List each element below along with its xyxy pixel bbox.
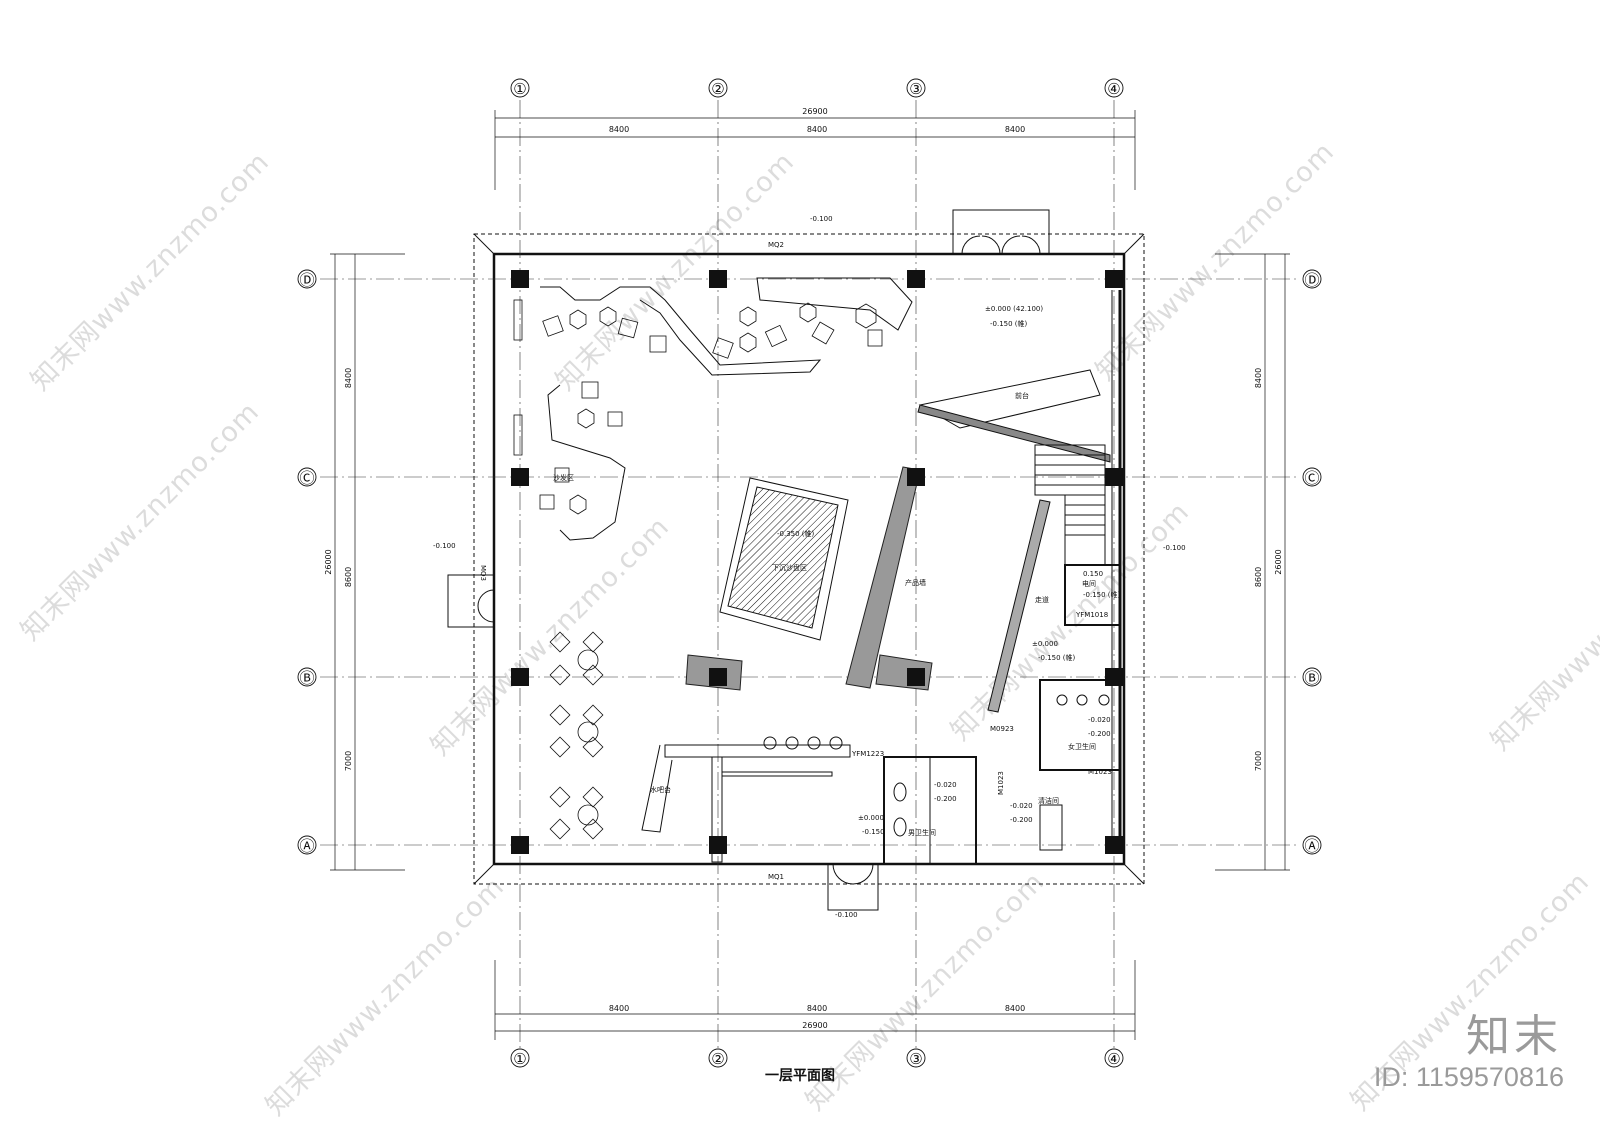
dim-bay-v: 8600 bbox=[344, 567, 353, 587]
axis-label-d: Ⓓ bbox=[1304, 271, 1319, 289]
elev-power-room: 0.150 bbox=[1083, 570, 1103, 578]
curtain-wall: MQ3 bbox=[479, 565, 487, 581]
curtain-wall: MQ2 bbox=[768, 241, 784, 249]
elev-power-room: -0.150 (帷) bbox=[1083, 590, 1121, 599]
dim-bay-v: 7000 bbox=[344, 751, 353, 771]
room-label-bar: 水吧台 bbox=[650, 785, 671, 794]
elev-outside: -0.100 bbox=[433, 542, 456, 550]
room-label-men-wc: 男卫生间 bbox=[908, 828, 936, 837]
elev-toilet: -0.020 bbox=[934, 781, 957, 789]
elev-toilet: -0.200 bbox=[934, 795, 957, 803]
dim-bay-v: 8400 bbox=[344, 368, 353, 388]
brand-logo: 知末 bbox=[1466, 1011, 1562, 1062]
room-label-cleaning: 清洁间 bbox=[1038, 796, 1059, 805]
room-label-product-wall: 产品墙 bbox=[905, 578, 926, 587]
axis-label-3: ③ bbox=[909, 1050, 922, 1068]
elev-south: ±0.000 bbox=[858, 814, 884, 822]
axis-label-3: ③ bbox=[909, 80, 922, 98]
elev-toilet: -0.200 bbox=[1010, 816, 1033, 824]
axis-label-4: ④ bbox=[1107, 80, 1120, 98]
drawing-title: 一层平面图 bbox=[765, 1068, 835, 1084]
dim-overall-width: 26900 bbox=[802, 107, 827, 116]
image-id: ID: 1159570816 bbox=[1373, 1062, 1564, 1092]
axis-label-a: Ⓐ bbox=[299, 837, 314, 855]
dim-overall-height: 26000 bbox=[1274, 549, 1283, 574]
dim-bay: 8400 bbox=[807, 1004, 827, 1013]
axis-label-1: ① bbox=[513, 80, 526, 98]
dim-overall-height: 26000 bbox=[324, 549, 333, 574]
door-tag: M1023 bbox=[997, 771, 1005, 795]
room-label-corridor: 走道 bbox=[1035, 595, 1049, 604]
axis-label-2: ② bbox=[711, 1050, 724, 1068]
elev-sunken: -0.350 (帷) bbox=[777, 529, 815, 538]
dim-bay: 8400 bbox=[609, 1004, 629, 1013]
elev-toilet: -0.200 bbox=[1088, 730, 1111, 738]
dim-overall-width: 26900 bbox=[802, 1021, 827, 1030]
axis-label-a: Ⓐ bbox=[1304, 837, 1319, 855]
axis-label-b: Ⓑ bbox=[1304, 669, 1319, 687]
dim-bay-v: 8400 bbox=[1254, 368, 1263, 388]
axis-label-2: ② bbox=[711, 80, 724, 98]
dim-bay: 8400 bbox=[1005, 1004, 1025, 1013]
dim-bay-v: 7000 bbox=[1254, 751, 1263, 771]
room-label-counter: 前台 bbox=[1015, 391, 1029, 400]
room-label-lounge: 沙发区 bbox=[553, 473, 574, 482]
elev-outside: -0.100 bbox=[810, 215, 833, 223]
dim-bay: 8400 bbox=[1005, 125, 1025, 134]
elev-floor-finish: -0.150 (帷) bbox=[990, 319, 1028, 328]
door-tag: M1023 bbox=[1088, 768, 1112, 776]
axis-label-c: Ⓒ bbox=[1304, 469, 1319, 487]
axis-label-4: ④ bbox=[1107, 1050, 1120, 1068]
elev-floor: ±0.000 (42.100) bbox=[985, 305, 1043, 313]
door-tag: M0923 bbox=[990, 725, 1014, 733]
door-tag: YFM1223 bbox=[851, 750, 884, 758]
dim-bay-v: 8600 bbox=[1254, 567, 1263, 587]
elev-south-finish: -0.150 bbox=[862, 828, 885, 836]
axis-label-b: Ⓑ bbox=[299, 669, 314, 687]
room-label-power-room: 电间 bbox=[1082, 579, 1096, 588]
axis-label-c: Ⓒ bbox=[299, 469, 314, 487]
room-label-sunken: 下沉沙盘区 bbox=[772, 563, 807, 572]
room-label-women-wc: 女卫生间 bbox=[1068, 742, 1096, 751]
elev-outside: -0.100 bbox=[835, 911, 858, 919]
axis-label-1: ① bbox=[513, 1050, 526, 1068]
elev-toilet: -0.020 bbox=[1010, 802, 1033, 810]
dim-bay: 8400 bbox=[609, 125, 629, 134]
elev-toilet: -0.020 bbox=[1088, 716, 1111, 724]
axis-label-d: Ⓓ bbox=[299, 271, 314, 289]
curtain-wall: MQ1 bbox=[768, 873, 784, 881]
dim-bay: 8400 bbox=[807, 125, 827, 134]
elev-corridor: ±0.000 bbox=[1032, 640, 1058, 648]
door-tag: YFM1018 bbox=[1075, 611, 1108, 619]
elev-outside: -0.100 bbox=[1163, 544, 1186, 552]
elev-corridor-finish: -0.150 (帷) bbox=[1038, 653, 1076, 662]
